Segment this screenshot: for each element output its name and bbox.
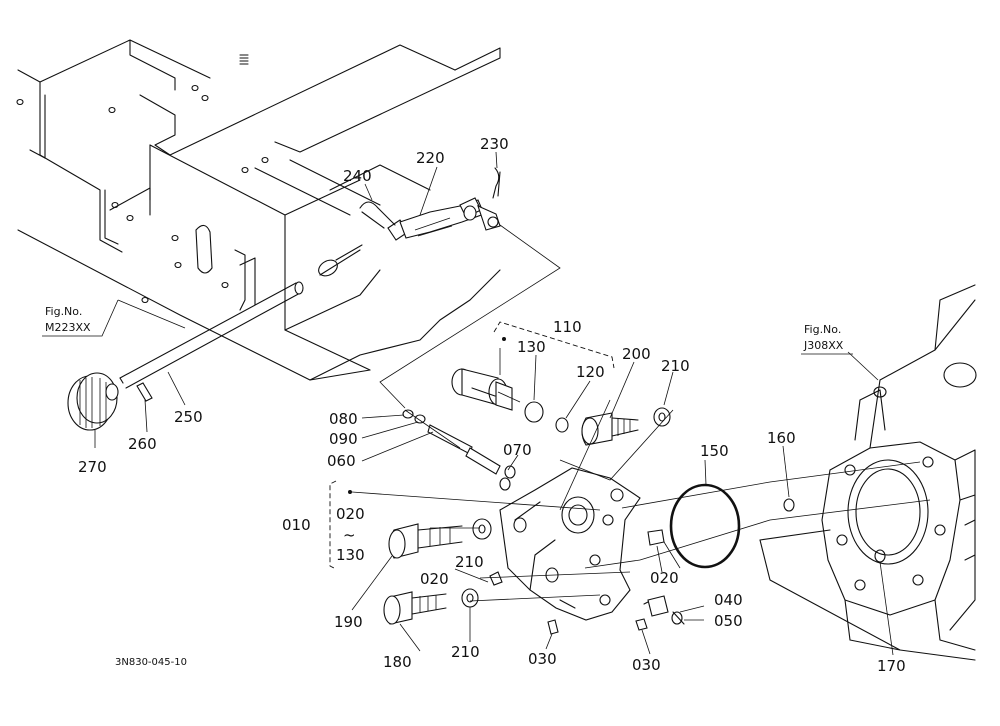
fig-ref-right: Fig.No. J308XX [801, 323, 853, 355]
fig-ref-left-title: Fig.No. [45, 305, 82, 318]
label-130-top: 130 [517, 338, 546, 356]
o-ring-160 [783, 498, 795, 512]
frame-panel [16, 39, 501, 381]
label-020-group: 020 [336, 505, 365, 523]
label-220: 220 [416, 149, 445, 167]
label-130-group: 130 [336, 546, 365, 564]
o-ring-150 [669, 483, 741, 569]
fig-ref-right-title: Fig.No. [804, 323, 841, 336]
spool-060 [402, 409, 516, 491]
label-tilde: ~ [343, 526, 356, 544]
label-270: 270 [78, 458, 107, 476]
label-050: 050 [714, 612, 743, 630]
leader-lines-labels [94, 151, 894, 656]
knob-270 [67, 372, 119, 431]
label-030-right: 030 [632, 656, 661, 674]
label-180: 180 [383, 653, 412, 671]
group-bracket-010 [329, 480, 337, 570]
bolt-180 [383, 588, 479, 625]
label-190: 190 [334, 613, 363, 631]
label-210-mid: 210 [455, 553, 484, 571]
universal-joint [359, 167, 501, 241]
label-210-bottom: 210 [451, 643, 480, 661]
leader-lines [117, 224, 931, 621]
label-170: 170 [877, 657, 906, 675]
marker-dot [502, 337, 506, 341]
transmission-housing [759, 284, 977, 661]
label-160: 160 [767, 429, 796, 447]
label-240: 240 [343, 167, 372, 185]
label-110: 110 [553, 318, 582, 336]
label-250: 250 [174, 408, 203, 426]
part-labels: 220 230 240 250 260 270 110 130 120 200 … [78, 135, 906, 675]
label-040: 040 [714, 591, 743, 609]
label-200: 200 [622, 345, 651, 363]
fitting-040 [643, 595, 685, 625]
label-010: 010 [282, 516, 311, 534]
valve-110 [451, 368, 569, 433]
label-020-right: 020 [650, 569, 679, 587]
marker-dot [348, 490, 352, 494]
bolt-200 [581, 407, 671, 446]
fig-ref-left: Fig.No. M223XX [42, 299, 119, 337]
bolt-190 [388, 518, 492, 559]
drawing-code: 3N830-045-10 [115, 657, 187, 668]
label-090: 090 [329, 430, 358, 448]
label-030-left: 030 [528, 650, 557, 668]
label-210-top: 210 [661, 357, 690, 375]
label-230: 230 [480, 135, 509, 153]
rod-assembly [67, 244, 363, 431]
label-260: 260 [128, 435, 157, 453]
fig-ref-right-code: J308XX [803, 339, 844, 352]
label-120: 120 [576, 363, 605, 381]
fig-ref-left-code: M223XX [45, 321, 91, 334]
label-060: 060 [327, 452, 356, 470]
label-150: 150 [700, 442, 729, 460]
label-020-left: 020 [420, 570, 449, 588]
valve-body [489, 467, 665, 635]
label-070: 070 [503, 441, 532, 459]
label-080: 080 [329, 410, 358, 428]
